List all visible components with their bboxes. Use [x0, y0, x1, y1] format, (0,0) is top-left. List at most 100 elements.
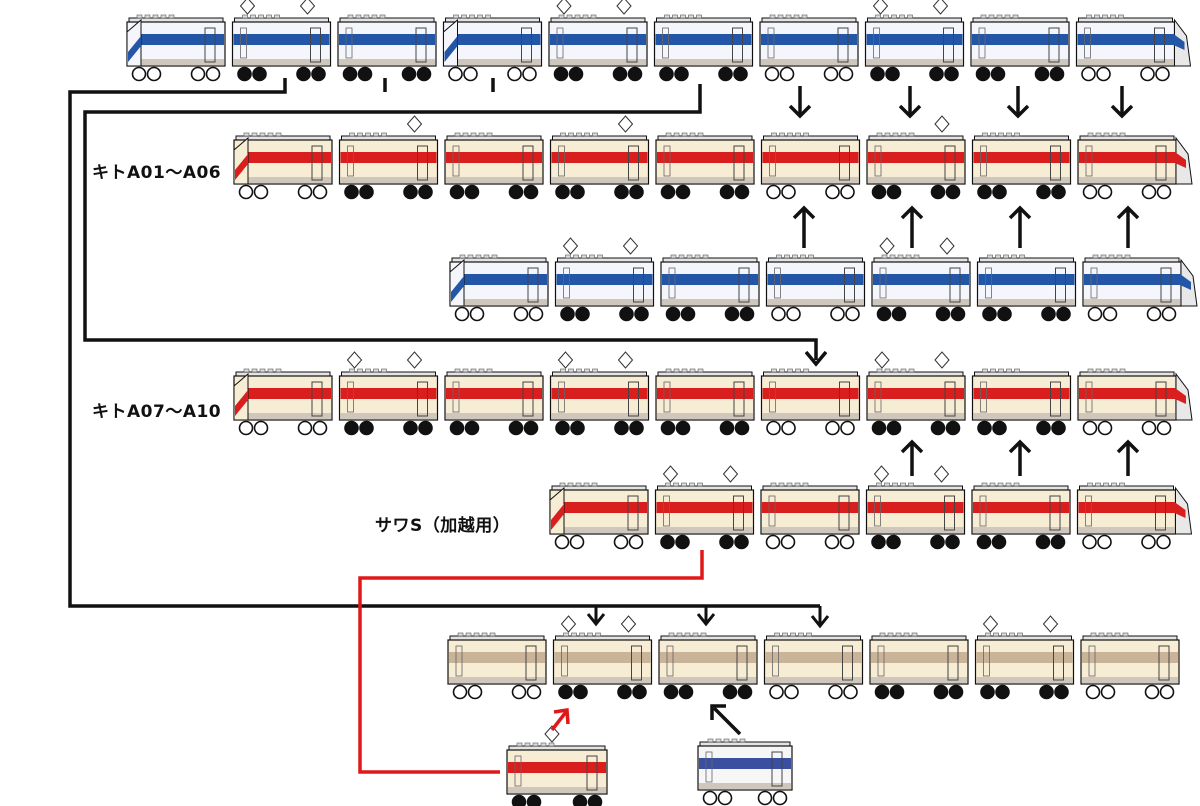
- arrow-head: [1006, 104, 1030, 119]
- roof-vent: [985, 632, 991, 637]
- car-door: [563, 267, 570, 299]
- roof-vent: [892, 482, 898, 487]
- car-door: [1050, 381, 1061, 417]
- cab-stripe: [551, 504, 564, 530]
- arrow-red-shaft: [550, 710, 568, 732]
- car-skirt: [866, 59, 963, 65]
- car-door: [1049, 495, 1061, 531]
- car-skirt: [767, 299, 864, 305]
- wheel: [871, 534, 886, 550]
- wheel: [507, 66, 522, 82]
- pantograph: [406, 115, 423, 133]
- car-door: [844, 267, 855, 303]
- roof-vent: [897, 254, 904, 259]
- car-skirt: [446, 177, 542, 183]
- car-skirt: [551, 413, 648, 419]
- roof-vent: [1103, 482, 1109, 487]
- wheel: [448, 66, 463, 82]
- roof-vent: [486, 368, 493, 373]
- wheel: [660, 184, 676, 200]
- roof-vent: [697, 132, 704, 137]
- roof-vent: [357, 368, 363, 373]
- roof-vent: [779, 368, 785, 373]
- pantograph: [939, 237, 955, 255]
- roof-vent: [794, 482, 801, 487]
- wheel: [467, 684, 483, 700]
- car-stripe: [128, 34, 224, 45]
- car-door: [240, 27, 247, 59]
- car-door: [663, 495, 670, 527]
- wheel: [1100, 684, 1116, 700]
- roof-vent: [787, 368, 793, 373]
- roof-vent: [477, 14, 483, 19]
- car-stripe: [339, 34, 435, 45]
- cab-stripe: [1173, 34, 1185, 50]
- arrow-down: [788, 86, 812, 119]
- roof-vent: [475, 254, 482, 259]
- wheel: [885, 66, 900, 82]
- wheel: [772, 790, 788, 806]
- roof-vent: [489, 632, 496, 637]
- arrow-up: [1008, 205, 1032, 248]
- wheel: [614, 184, 629, 200]
- roof-vent: [1118, 14, 1124, 19]
- wheel: [992, 420, 1007, 436]
- roof-vent: [1124, 254, 1131, 259]
- roof-vent: [478, 368, 485, 373]
- car-door: [347, 145, 354, 177]
- car-stripe: [978, 274, 1075, 285]
- wheel: [660, 420, 676, 436]
- car-door: [879, 267, 887, 299]
- wheel: [312, 184, 328, 200]
- car-stripe: [556, 274, 653, 285]
- car-door: [1053, 645, 1064, 681]
- roof-vent: [251, 132, 258, 137]
- wheel: [1156, 420, 1172, 436]
- wheel: [463, 66, 478, 82]
- wheel: [508, 184, 524, 200]
- wheel: [769, 684, 784, 700]
- roof-vent: [895, 632, 902, 637]
- car-door: [1155, 145, 1167, 181]
- roof-vent: [1092, 254, 1099, 259]
- roof-vent: [243, 132, 250, 137]
- train-car: [444, 132, 544, 200]
- wheel: [975, 66, 991, 82]
- train-car: [233, 368, 333, 436]
- roof-vent: [373, 368, 379, 373]
- roof-vent: [697, 368, 704, 373]
- wheel: [886, 534, 901, 550]
- train-car: [337, 14, 437, 82]
- car-skirt: [1079, 413, 1175, 419]
- roof-vent: [365, 132, 371, 137]
- wheel: [660, 534, 675, 550]
- car-door: [1085, 381, 1093, 413]
- roof-vent: [242, 14, 248, 19]
- car-door: [705, 751, 713, 783]
- wheel: [876, 306, 892, 322]
- wheel: [1051, 420, 1066, 436]
- wheel: [702, 790, 718, 806]
- roof-vent: [900, 368, 907, 373]
- roof-vent: [587, 632, 593, 637]
- roof-vent: [884, 482, 890, 487]
- roof-vent: [1095, 482, 1101, 487]
- roof-vent: [363, 14, 370, 19]
- car-door: [452, 145, 460, 177]
- roof-vent: [1122, 632, 1129, 637]
- car-skirt: [128, 59, 224, 65]
- wheel: [570, 184, 585, 200]
- wheel: [418, 420, 433, 436]
- wheel: [558, 684, 573, 700]
- roof-vent: [548, 742, 555, 747]
- roof-vent: [584, 368, 590, 373]
- roof-vent: [571, 632, 577, 637]
- wheel: [464, 420, 480, 436]
- car-skirt: [973, 177, 1070, 183]
- arrow-up: [900, 439, 924, 476]
- car-stripe: [662, 274, 758, 285]
- roof-vent: [681, 368, 688, 373]
- wheel: [739, 306, 755, 322]
- wheel: [1049, 66, 1065, 82]
- car-skirt: [551, 177, 648, 183]
